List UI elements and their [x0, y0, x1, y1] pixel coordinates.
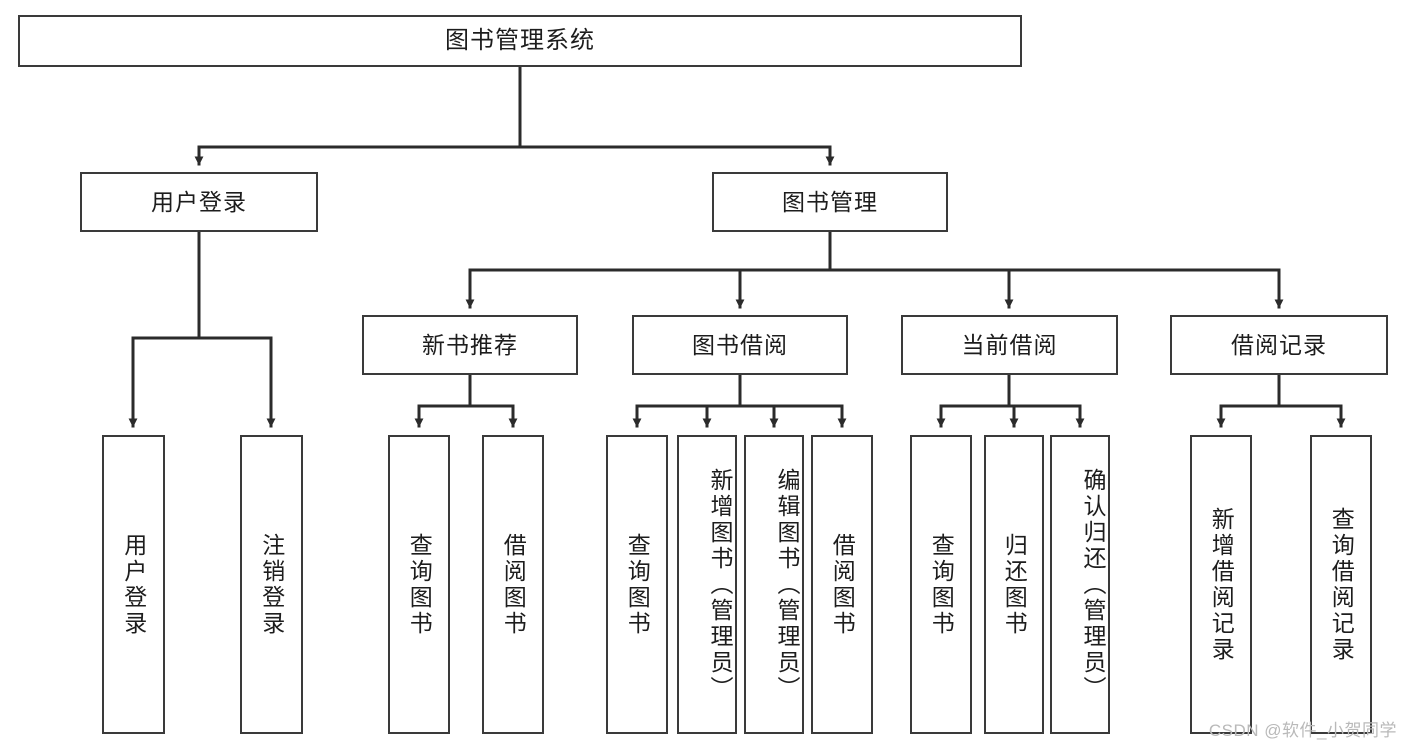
- node-leaf-logout-login-label: 注销登录: [258, 532, 285, 637]
- node-leaf-borrow-book-2-label: 借阅图书: [829, 532, 856, 637]
- node-leaf-confirm-return-admin-label: 确认归还（管理员）: [1080, 467, 1106, 702]
- node-leaf-query-book-1-label: 查询图书: [406, 532, 433, 637]
- node-leaf-query-book-2-label: 查询图书: [624, 532, 651, 637]
- node-leaf-return-book-label: 归还图书: [1001, 532, 1028, 637]
- node-leaf-borrow-book-1[interactable]: 借阅图书: [482, 435, 544, 734]
- node-leaf-edit-book-admin-label: 编辑图书（管理员）: [774, 467, 800, 702]
- node-borrow-record-label: 借阅记录: [1231, 331, 1327, 358]
- node-root-label: 图书管理系统: [445, 27, 595, 55]
- node-leaf-logout-login[interactable]: 注销登录: [240, 435, 303, 734]
- node-leaf-query-borrow-record[interactable]: 查询借阅记录: [1310, 435, 1372, 734]
- node-leaf-query-book-1[interactable]: 查询图书: [388, 435, 450, 734]
- node-leaf-return-book[interactable]: 归还图书: [984, 435, 1044, 734]
- node-new-book-recommend-label: 新书推荐: [422, 331, 518, 358]
- node-root[interactable]: 图书管理系统: [18, 15, 1022, 67]
- node-leaf-borrow-book-1-label: 借阅图书: [500, 532, 527, 637]
- node-user-login-label: 用户登录: [151, 188, 247, 215]
- node-leaf-query-book-3[interactable]: 查询图书: [910, 435, 972, 734]
- node-current-borrow[interactable]: 当前借阅: [901, 315, 1118, 375]
- node-leaf-add-book-admin[interactable]: 新增图书（管理员）: [677, 435, 737, 734]
- node-leaf-add-book-admin-label: 新增图书（管理员）: [707, 467, 733, 702]
- node-book-borrow-label: 图书借阅: [692, 331, 788, 358]
- node-book-borrow[interactable]: 图书借阅: [632, 315, 848, 375]
- node-new-book-recommend[interactable]: 新书推荐: [362, 315, 578, 375]
- node-borrow-record[interactable]: 借阅记录: [1170, 315, 1388, 375]
- node-leaf-query-borrow-record-label: 查询借阅记录: [1328, 506, 1355, 663]
- node-book-manage-label: 图书管理: [782, 188, 878, 215]
- node-leaf-confirm-return-admin[interactable]: 确认归还（管理员）: [1050, 435, 1110, 734]
- node-leaf-user-login-label: 用户登录: [120, 532, 147, 637]
- node-book-manage[interactable]: 图书管理: [712, 172, 948, 232]
- node-leaf-query-book-3-label: 查询图书: [928, 532, 955, 637]
- watermark: CSDN @软件_小贺同学: [1208, 721, 1397, 740]
- node-user-login[interactable]: 用户登录: [80, 172, 318, 232]
- node-leaf-edit-book-admin[interactable]: 编辑图书（管理员）: [744, 435, 804, 734]
- node-leaf-query-book-2[interactable]: 查询图书: [606, 435, 668, 734]
- node-leaf-add-borrow-record[interactable]: 新增借阅记录: [1190, 435, 1252, 734]
- node-leaf-add-borrow-record-label: 新增借阅记录: [1208, 506, 1235, 663]
- node-current-borrow-label: 当前借阅: [961, 331, 1058, 358]
- node-leaf-user-login[interactable]: 用户登录: [102, 435, 165, 734]
- node-leaf-borrow-book-2[interactable]: 借阅图书: [811, 435, 873, 734]
